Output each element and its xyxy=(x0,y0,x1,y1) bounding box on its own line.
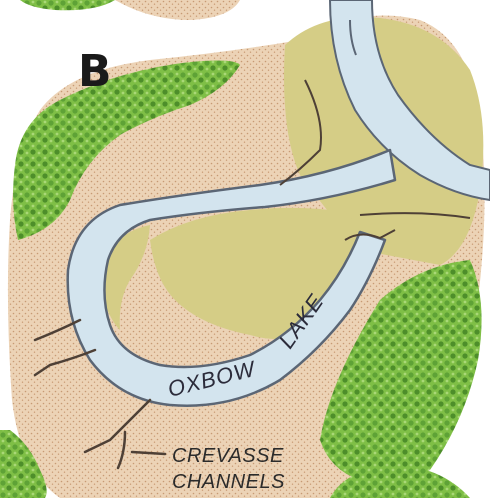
top-previous-panel-sand xyxy=(115,0,240,20)
crevasse-label-line-2: CHANNELS xyxy=(172,471,285,493)
panel-label: B xyxy=(78,46,112,97)
top-previous-panel-vegetation xyxy=(20,0,115,10)
crevasse-label-line-1: CREVASSE xyxy=(172,445,284,467)
